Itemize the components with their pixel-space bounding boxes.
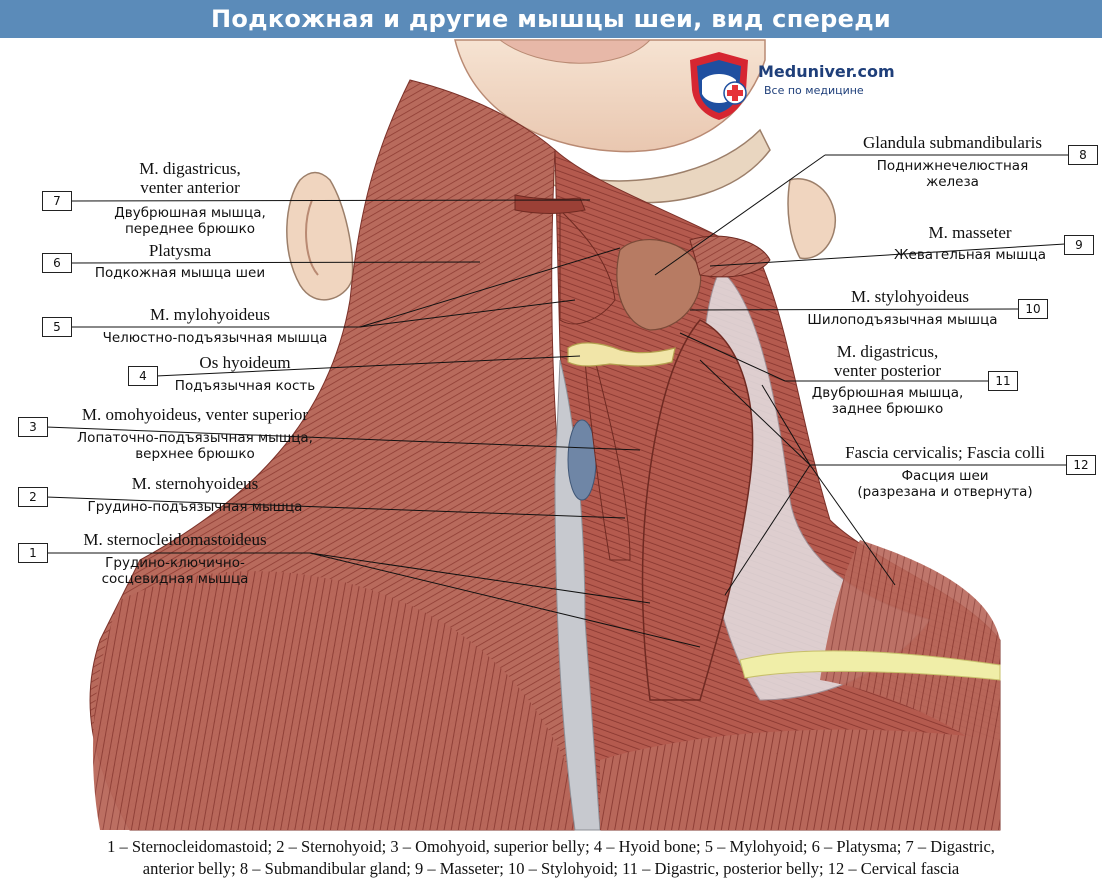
logo-name: Meduniver.com bbox=[758, 62, 895, 81]
label-latin: Platysma bbox=[148, 241, 212, 260]
chin-skin bbox=[454, 39, 766, 153]
caption-item: 4 – Hyoid bone; bbox=[593, 837, 701, 856]
label-number: 1 bbox=[18, 543, 48, 563]
label-latin: venter anterior bbox=[140, 178, 240, 197]
page-title: Подкожная и другие мышцы шеи, вид сперед… bbox=[210, 5, 892, 33]
label-latin: venter posterior bbox=[833, 361, 942, 380]
caption-item: 2 – Sternohyoid; bbox=[276, 837, 387, 856]
label-number: 12 bbox=[1066, 455, 1096, 475]
caption-item: 9 – Masseter; bbox=[414, 859, 504, 878]
label-number: 3 bbox=[18, 417, 48, 437]
label-number: 2 bbox=[18, 487, 48, 507]
label-russian: переднее брюшко bbox=[124, 221, 256, 237]
label-latin: Glandula submandibularis bbox=[863, 133, 1042, 152]
label-number: 9 bbox=[1064, 235, 1094, 255]
label-number: 6 bbox=[42, 253, 72, 273]
label-russian: Челюстно-подъязычная мышца bbox=[102, 330, 328, 346]
label-number: 4 bbox=[128, 366, 158, 386]
title-bar bbox=[0, 0, 1102, 38]
caption-item: anterior belly; bbox=[142, 859, 236, 878]
label-russian: сосцевидная мышца bbox=[101, 571, 249, 587]
label-russian: Жевательная мышца bbox=[893, 247, 1046, 263]
hyoid-bone bbox=[567, 342, 676, 367]
caption-item: 3 – Omohyoid, superior belly; bbox=[390, 837, 590, 856]
label-russian: верхнее брюшко bbox=[135, 446, 255, 462]
label-russian: железа bbox=[926, 174, 979, 190]
label-russian: Подкожная мышца шеи bbox=[94, 265, 266, 281]
label-latin: M. sternocleidomastoideus bbox=[83, 530, 267, 549]
label-russian: Фасция шеи bbox=[901, 468, 989, 484]
caption-item: 11 – Digastric, posterior belly; bbox=[622, 859, 824, 878]
label-number: 10 bbox=[1018, 299, 1048, 319]
clavicle bbox=[739, 650, 1001, 681]
label-russian: Грудино-подъязычная мышца bbox=[87, 499, 303, 515]
meduniver-logo[interactable]: Meduniver.com Все по медицине bbox=[686, 50, 906, 122]
shoulder-left bbox=[92, 571, 590, 830]
label-latin: M. stylohyoideus bbox=[850, 287, 970, 306]
caption-item: 6 – Platysma; bbox=[811, 837, 902, 856]
label-latin: M. sternohyoideus bbox=[131, 474, 259, 493]
caption-item: 7 – Digastric, bbox=[905, 837, 995, 856]
logo-tagline: Все по медицине bbox=[764, 84, 864, 97]
label-russian: Шилоподъязычная мышца bbox=[807, 312, 998, 328]
label-latin: Os hyoideum bbox=[199, 353, 291, 372]
label-number: 8 bbox=[1068, 145, 1098, 165]
label-russian: Поднижнечелюстная bbox=[876, 158, 1029, 174]
label-russian: Подъязычная кость bbox=[174, 378, 316, 394]
label-latin: Fascia cervicalis; Fascia colli bbox=[845, 443, 1045, 462]
label-number: 11 bbox=[988, 371, 1018, 391]
label-number: 5 bbox=[42, 317, 72, 337]
shield-cross-icon bbox=[690, 52, 748, 120]
caption-item: 10 – Stylohyoid; bbox=[508, 859, 619, 878]
label-number: 7 bbox=[42, 191, 72, 211]
label-russian: Лопаточно-подъязычная мышца, bbox=[77, 430, 313, 446]
label-latin: M. omohyoideus, venter superior bbox=[81, 405, 309, 424]
caption-item: 1 – Sternocleidomastoid; bbox=[107, 837, 273, 856]
caption-item: 5 – Mylohyoid; bbox=[704, 837, 808, 856]
label-latin: M. masseter bbox=[928, 223, 1012, 242]
right-ear bbox=[787, 178, 836, 260]
label-russian: Двубрюшная мышца, bbox=[114, 205, 266, 221]
lips bbox=[498, 39, 652, 64]
label-russian: Грудино-ключично- bbox=[105, 555, 245, 571]
label-russian: (разрезана и отвернута) bbox=[857, 484, 1033, 500]
caption-item: 8 – Submandibular gland; bbox=[239, 859, 411, 878]
label-russian: Двубрюшная мышца, bbox=[811, 385, 964, 401]
label-russian: заднее брюшко bbox=[831, 401, 944, 417]
figure-caption: 1 – Sternocleidomastoid; 2 – Sternohyoid… bbox=[0, 836, 1102, 880]
label-latin: M. digastricus, bbox=[836, 342, 939, 361]
label-latin: M. mylohyoideus bbox=[150, 305, 270, 324]
label-latin: M. digastricus, bbox=[139, 159, 241, 178]
caption-item: 12 – Cervical fascia bbox=[827, 859, 960, 878]
